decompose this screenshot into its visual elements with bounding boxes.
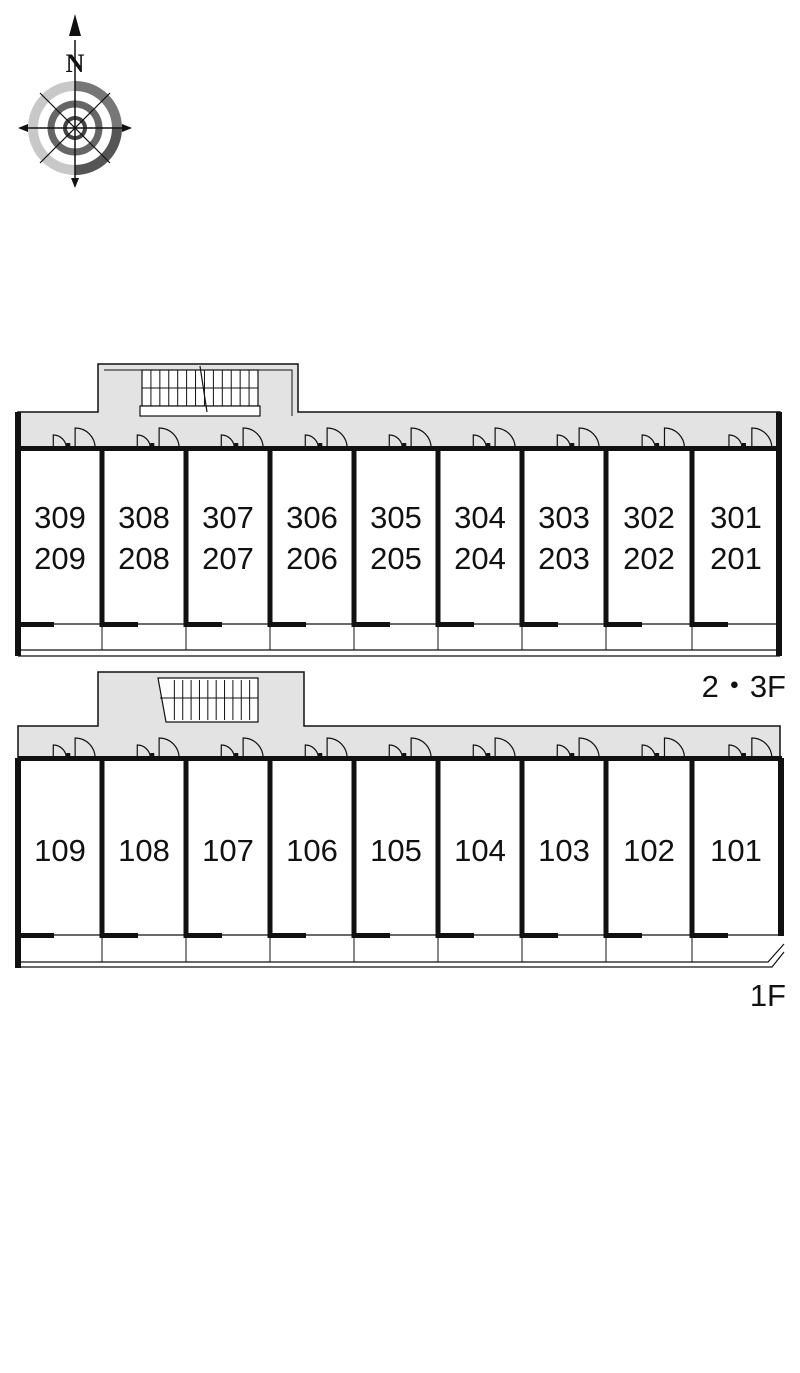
unit-door-icon (641, 737, 686, 759)
unit-door-icon (472, 427, 516, 449)
lower-corridor (17, 671, 781, 761)
unit-number-upper: 305 (370, 500, 422, 535)
unit-number-upper: 304 (454, 500, 506, 535)
unit: 105 (351, 737, 436, 962)
upper-stairs (139, 365, 261, 417)
unit-number: 102 (623, 833, 675, 868)
unit-door-icon (52, 427, 96, 449)
unit-door-icon (304, 427, 348, 449)
unit-door-icon (52, 737, 96, 759)
unit-number-upper: 309 (34, 500, 86, 535)
unit-number: 105 (370, 833, 422, 868)
unit-door-icon (388, 737, 432, 759)
north-label: N (66, 49, 85, 78)
unit-number-upper: 306 (286, 500, 338, 535)
unit-door-icon (220, 427, 264, 449)
unit-number: 103 (538, 833, 590, 868)
unit-number-upper: 303 (538, 500, 590, 535)
unit: 101 (689, 737, 778, 962)
unit-number-lower: 204 (454, 541, 506, 576)
lower-floor-label: 1F (750, 978, 786, 1013)
unit-door-icon (136, 737, 180, 759)
unit: 106 (267, 737, 352, 962)
unit-number: 109 (34, 833, 86, 868)
unit-number-lower: 205 (370, 541, 422, 576)
unit: 103 (519, 737, 604, 962)
unit-number-lower: 209 (34, 541, 86, 576)
upper-corridor (17, 363, 781, 451)
unit: 104 (435, 737, 520, 962)
unit-number-upper: 308 (118, 500, 170, 535)
compass-icon: N (18, 14, 132, 188)
unit-number-upper: 307 (202, 500, 254, 535)
unit-door-icon (556, 427, 600, 449)
unit-door-icon (388, 427, 432, 449)
unit-number-upper: 302 (623, 500, 675, 535)
unit-number: 107 (202, 833, 254, 868)
unit-door-icon (728, 427, 773, 449)
unit: 108 (99, 737, 184, 962)
unit-number-lower: 201 (710, 541, 762, 576)
unit-door-icon (556, 737, 600, 759)
unit-number: 106 (286, 833, 338, 868)
unit-number-lower: 208 (118, 541, 170, 576)
unit-number-lower: 202 (623, 541, 675, 576)
upper-floor-label: 2・3F (702, 669, 786, 704)
unit: 102 (603, 737, 690, 962)
unit-number-lower: 203 (538, 541, 590, 576)
unit-door-icon (472, 737, 516, 759)
unit-number: 104 (454, 833, 506, 868)
unit-number: 101 (710, 833, 762, 868)
unit: 107 (183, 737, 268, 962)
lower-stairs (157, 677, 259, 723)
upper-floor-plan: 3092093082083072073062063052053042043032… (15, 363, 786, 704)
unit-number: 108 (118, 833, 170, 868)
unit-number-lower: 206 (286, 541, 338, 576)
lower-floor-plan: 109 108 107 106 105 104 103 102 101 1F (15, 671, 786, 1013)
unit-door-icon (641, 427, 686, 449)
unit-door-icon (728, 737, 773, 759)
unit-number-upper: 301 (710, 500, 762, 535)
unit-door-icon (136, 427, 180, 449)
unit-door-icon (304, 737, 348, 759)
unit: 109 (20, 737, 100, 938)
unit-number-lower: 207 (202, 541, 254, 576)
unit-door-icon (220, 737, 264, 759)
